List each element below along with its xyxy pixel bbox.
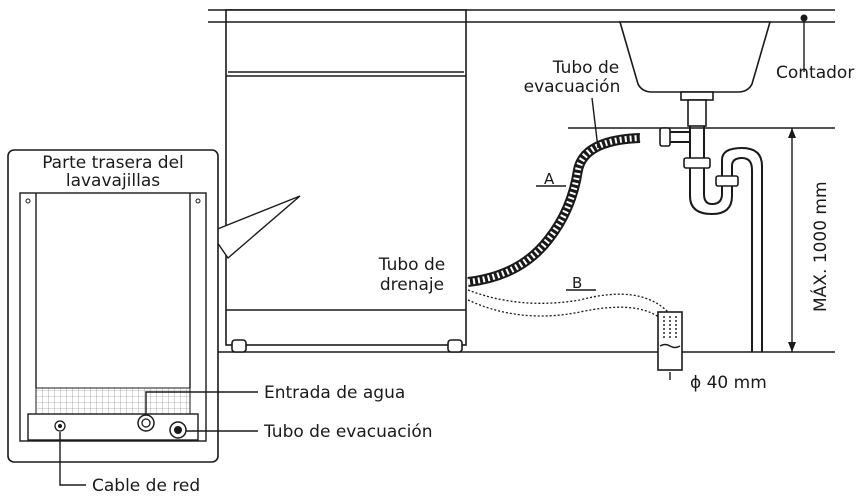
diameter-label: ϕ 40 mm: [690, 373, 767, 393]
hose-b-lower: [467, 299, 661, 319]
outlet-hose-label: Tubo de evacuación: [263, 422, 433, 442]
hose-a-outer: [467, 133, 641, 287]
outlet-hose-top-label-line1: Tubo de: [552, 58, 619, 78]
water-inlet-leader: [145, 391, 258, 415]
hose-b-upper: [467, 289, 669, 313]
outlet-hose-top-leader: [591, 97, 599, 149]
power-cable-label: Cable de red: [92, 476, 200, 496]
trap-pipe: [659, 126, 763, 352]
counter-label: Contador: [776, 63, 854, 83]
water-inlet-label: Entrada de agua: [264, 383, 405, 403]
marker-b-label: B: [572, 274, 582, 292]
rear-panel-title-line2: lavavajillas: [66, 171, 160, 191]
hose-a-coil: [467, 135, 641, 285]
drain-hose-label-line2: drenaje: [380, 275, 444, 295]
max-height-dimension: [788, 128, 796, 352]
dishwasher: [225, 9, 467, 353]
marker-a-label: A: [544, 170, 555, 188]
rear-panel-title-line1: Parte trasera del: [42, 153, 184, 173]
standpipe: [657, 311, 683, 371]
drain-hose-label-line1: Tubo de: [378, 255, 445, 275]
sink: [618, 21, 772, 127]
rear-panel: [7, 149, 219, 463]
max-height-label: MÁX. 1000 mm: [809, 181, 831, 312]
outlet-hose-top-label-line2: evacuación: [524, 77, 621, 97]
power-cable-leader: [59, 432, 86, 486]
callout-pointer: [208, 195, 301, 260]
